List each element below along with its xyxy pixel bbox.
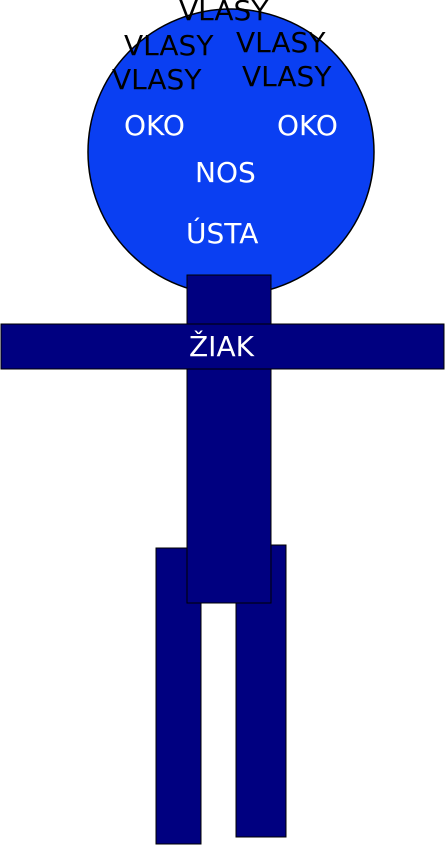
eye-left-label: OKO xyxy=(124,109,185,142)
hair-label: VLASY xyxy=(112,63,202,96)
neck xyxy=(186,274,272,326)
mouth-label: ÚSTA xyxy=(186,216,258,250)
eye-right-label: OKO xyxy=(277,109,338,142)
hair-label: VLASY xyxy=(179,0,269,27)
hair-label: VLASY xyxy=(236,26,326,59)
torso-label: ŽIAK xyxy=(189,329,255,363)
hair-label: VLASY xyxy=(242,60,332,93)
nose-label: NOS xyxy=(195,156,256,189)
arms xyxy=(0,323,445,370)
hair-label: VLASY xyxy=(124,29,214,62)
